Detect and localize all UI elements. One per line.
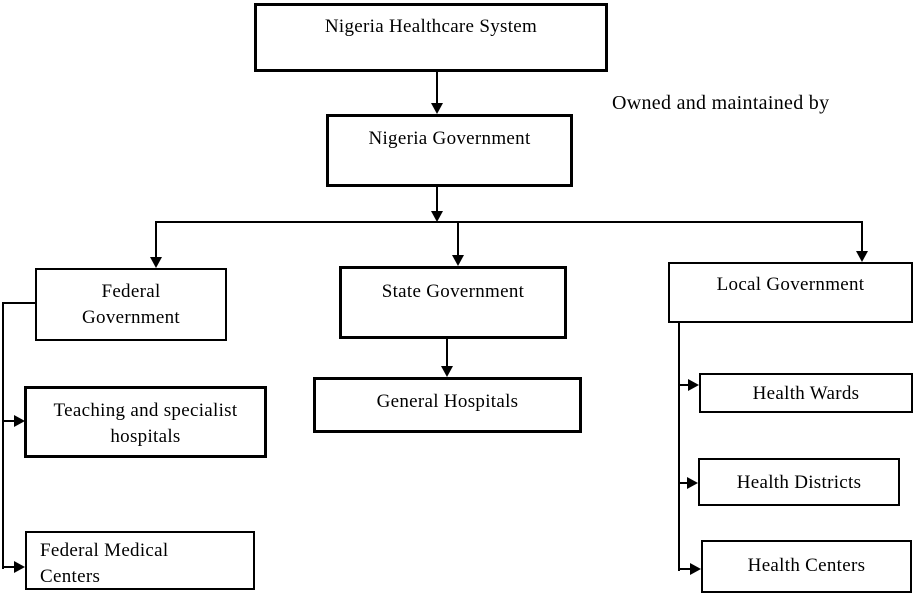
connector-split-to-state-arrowhead <box>452 255 464 266</box>
node-label: Health Districts <box>736 472 862 493</box>
bracket-local-vertical-line <box>678 323 680 571</box>
connector-local-to-centers-arrowhead <box>690 563 701 575</box>
node-label: Federal Medical Centers <box>40 540 169 588</box>
node-health-centers: Health Centers <box>701 540 912 593</box>
connector-state-to-general-arrowhead <box>441 366 453 377</box>
connector-federal-to-fmc-arrowhead <box>14 561 25 573</box>
node-label: Local Government <box>716 274 865 295</box>
node-label: Nigeria Government <box>368 128 531 149</box>
node-label: Health Centers <box>747 555 866 576</box>
node-label: Federal Government <box>82 281 180 329</box>
connector-local-to-wards-line <box>678 384 689 386</box>
connector-state-to-general-line <box>446 338 448 367</box>
connector-split-to-federal-line <box>155 221 157 258</box>
node-label: General Hospitals <box>376 391 519 412</box>
bracket-federal-vertical-line <box>2 302 4 569</box>
node-health-wards: Health Wards <box>699 373 913 413</box>
node-nigeria-healthcare-system: Nigeria Healthcare System <box>254 3 608 72</box>
node-label: State Government <box>381 281 525 302</box>
node-local-government: Local Government <box>668 262 913 323</box>
connector-split-to-state-line <box>457 221 459 256</box>
connector-root-to-government-arrowhead <box>431 103 443 114</box>
connector-split-to-local-line <box>861 221 863 252</box>
split-bar <box>155 221 863 223</box>
connector-federal-to-fmc-line <box>2 566 15 568</box>
connector-local-to-districts-arrowhead <box>687 477 698 489</box>
connector-root-to-government-line <box>436 71 438 106</box>
node-label: Nigeria Healthcare System <box>324 16 538 37</box>
node-general-hospitals: General Hospitals <box>313 377 582 433</box>
connector-government-to-split-line <box>436 187 438 212</box>
node-label: Health Wards <box>752 383 860 404</box>
connector-split-to-federal-arrowhead <box>150 257 162 268</box>
node-label: Teaching and specialist hospitals <box>53 400 238 448</box>
bracket-federal-top-line <box>2 302 35 304</box>
edge-annotation-owned-by: Owned and maintained by <box>612 92 830 114</box>
node-federal-government: Federal Government <box>35 268 227 341</box>
connector-federal-to-teaching-arrowhead <box>14 415 25 427</box>
node-federal-medical-centers: Federal Medical Centers <box>25 531 255 590</box>
node-nigeria-government: Nigeria Government <box>326 114 573 187</box>
node-health-districts: Health Districts <box>698 458 900 506</box>
connector-local-to-wards-arrowhead <box>688 379 699 391</box>
connector-local-to-centers-line <box>678 568 691 570</box>
node-state-government: State Government <box>339 266 567 339</box>
connector-split-to-local-arrowhead <box>856 251 868 262</box>
node-teaching-specialist-hospitals: Teaching and specialist hospitals <box>24 386 267 458</box>
connector-local-to-districts-line <box>678 482 689 484</box>
connector-government-to-split-arrowhead <box>431 211 443 222</box>
connector-federal-to-teaching-line <box>2 420 15 422</box>
